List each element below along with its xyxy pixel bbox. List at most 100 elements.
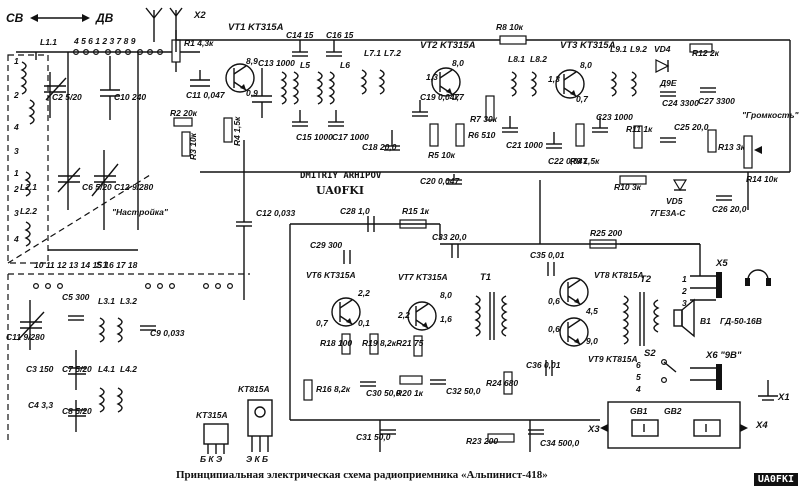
vt1-label: VT1 KT315A <box>228 22 284 33</box>
l41-label: L4.1 <box>98 364 115 374</box>
vt3-label: VT3 KT315A <box>560 40 616 51</box>
c36-capacitor <box>545 360 553 376</box>
svg-text:0,1: 0,1 <box>358 318 370 328</box>
c10-label: C10 240 <box>114 92 146 102</box>
r13-resistor <box>707 129 717 153</box>
l81-label: L8.1 <box>508 54 525 64</box>
vd5-diode <box>672 179 688 192</box>
t1-transformer <box>474 292 508 340</box>
callsign-corner-badge: UA0FKI <box>753 473 798 486</box>
c21-label: C21 1000 <box>506 140 543 150</box>
vt9-label: VT9 KT815A <box>588 354 638 364</box>
r8-label: R8 10к <box>496 22 524 32</box>
c11-label: C11 0,047 <box>186 90 226 100</box>
r13-label: R13 3к <box>718 142 746 152</box>
c32-label: C32 50,0 <box>446 386 481 396</box>
svg-text:2,2: 2,2 <box>397 310 410 320</box>
c7-trimmer <box>68 350 86 390</box>
band-dv-label: ДВ <box>95 11 114 25</box>
r18-label: R18 100 <box>320 338 352 348</box>
svg-text:4: 4 <box>13 234 19 244</box>
r9-label: R9 1,5к <box>570 156 600 166</box>
r1-label: R1 4,3к <box>184 38 214 48</box>
svg-text:0,9: 0,9 <box>246 88 258 98</box>
svg-text:5: 5 <box>636 372 641 382</box>
l9-coil <box>610 71 637 97</box>
r6-label: R6 510 <box>468 130 496 140</box>
c25-label: C25 20,0 <box>674 122 709 132</box>
s2-power-switch <box>660 359 677 384</box>
r19-resistor <box>369 333 379 355</box>
c11-capacitor <box>190 70 210 87</box>
kt815-package <box>247 399 273 452</box>
c16-capacitor <box>326 40 342 57</box>
s1-label: S1 <box>96 260 108 271</box>
c22-capacitor <box>546 132 562 149</box>
c35-capacitor <box>547 262 555 276</box>
c22-label: C22 0,047 <box>548 156 588 166</box>
l11-coil <box>20 61 35 125</box>
r4-resistor <box>223 117 233 143</box>
x4-label: X4 <box>755 420 768 431</box>
r12-label: R12 2к <box>692 48 720 58</box>
l22-label: L2.2 <box>20 206 37 216</box>
speaker-model-label: ГД-50-16В <box>720 316 762 326</box>
c33-label: C33 20,0 <box>432 232 467 242</box>
svg-text:9,0: 9,0 <box>586 336 598 346</box>
c12b-capacitor <box>236 196 252 300</box>
c30-label: C30 50,0 <box>366 388 401 398</box>
l21-coil <box>24 171 31 247</box>
c32-capacitor <box>430 379 446 385</box>
l92-label: L9.2 <box>630 44 647 54</box>
x3-label: X3 <box>587 424 600 435</box>
x5-label: X5 <box>715 258 728 269</box>
l3-coil <box>98 317 123 343</box>
r18-resistor <box>341 333 351 355</box>
svg-text:0,7: 0,7 <box>316 318 329 328</box>
svg-text:1,3: 1,3 <box>548 74 560 84</box>
tuning-knob-label: "Настройка" <box>112 207 169 217</box>
c35-label: C35 0,01 <box>530 250 565 260</box>
x6-jack <box>690 364 722 390</box>
vt6-label: VT6 KT315A <box>306 270 356 280</box>
svg-text:6: 6 <box>636 360 641 370</box>
c20-capacitor <box>446 174 462 185</box>
s1-pins-bot: 10 11 12 13 14 15 16 17 18 <box>34 260 138 270</box>
c26-label: C26 20,0 <box>712 204 747 214</box>
r10-resistor <box>619 175 647 185</box>
schematic-title: Принципиальная электрическая схема радио… <box>176 469 548 481</box>
l7-label: L7.1 <box>364 48 381 58</box>
gb1-label: GB1 <box>630 406 648 416</box>
r23-resistor <box>487 433 515 443</box>
c9-label: C9 0,033 <box>150 328 185 338</box>
r7-resistor <box>485 95 495 121</box>
vt2-transistor <box>431 67 461 97</box>
c13-label: C13 1000 <box>258 58 295 68</box>
r21-label: R21 75 <box>396 338 424 348</box>
l4-coil <box>98 387 123 413</box>
c27-capacitor <box>700 87 716 93</box>
vt9-transistor <box>559 317 589 347</box>
c7-label: C7 5/20 <box>62 364 92 374</box>
c19-label: C19 0,047 <box>420 92 460 102</box>
c29-label: C29 300 <box>310 240 342 250</box>
vt7-label: VT7 KT315A <box>398 272 448 282</box>
ground-icon <box>758 380 778 401</box>
svg-text:8,0: 8,0 <box>452 58 464 68</box>
volume-label: "Громкость" <box>742 110 800 120</box>
r12-resistor <box>689 43 713 53</box>
svg-text:2,2: 2,2 <box>357 288 370 298</box>
r2-label: R2 20к <box>170 108 198 118</box>
c11b-tuning-capacitor <box>17 300 45 350</box>
r24-resistor <box>503 371 513 395</box>
c31-label: C31 50,0 <box>356 432 391 442</box>
l5-coil <box>280 71 299 105</box>
c36-label: C36 0,01 <box>526 360 561 370</box>
r5-resistor <box>429 123 439 147</box>
c14-label: C14 15 <box>286 30 314 40</box>
svg-text:4,5: 4,5 <box>585 306 598 316</box>
kt815-pins: Э К Б <box>246 454 268 464</box>
l72-label: L7.2 <box>384 48 401 58</box>
c30-capacitor <box>360 381 376 387</box>
r25-label: R25 200 <box>590 228 622 238</box>
